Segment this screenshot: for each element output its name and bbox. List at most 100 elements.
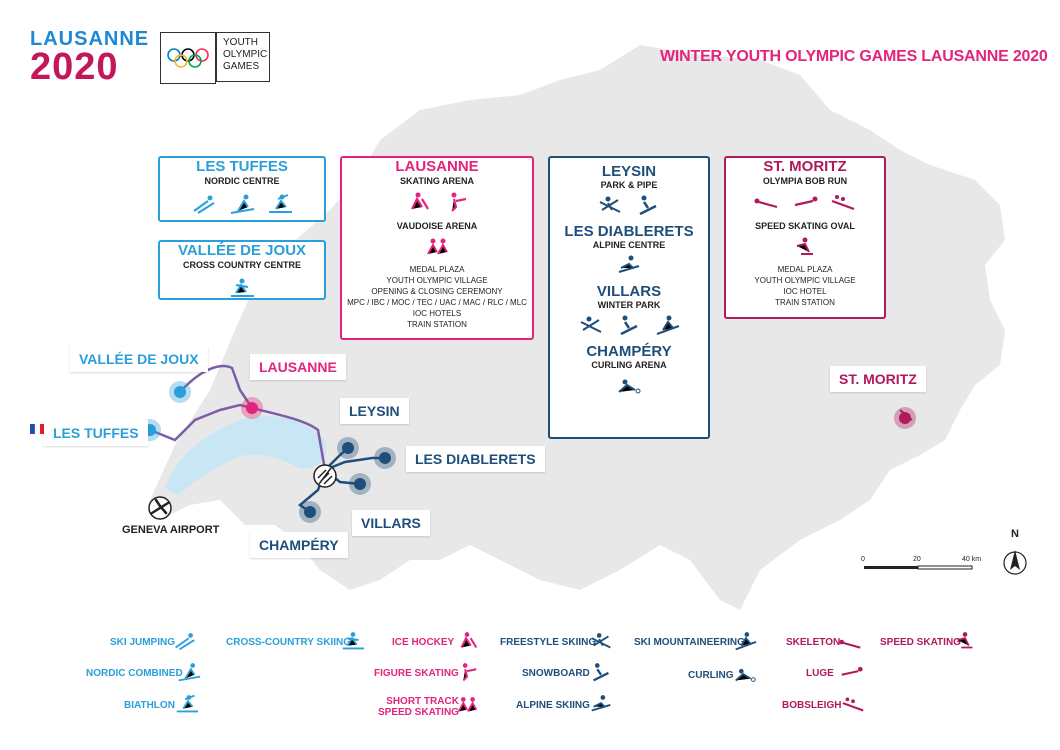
card-villars-title: VILLARS (596, 283, 662, 300)
dot-lausanne[interactable] (241, 397, 263, 419)
legend-luge: LUGE (806, 668, 834, 679)
legend-ski-mountaineering: SKI MOUNTAINEERING (634, 637, 745, 648)
yog-label: YOUTH OLYMPIC GAMES (216, 32, 270, 82)
logo-year: 2020 (30, 46, 119, 88)
yog-line-3: GAMES (223, 61, 260, 72)
france-flag-icon (30, 423, 45, 435)
dot-champery[interactable] (299, 501, 321, 523)
olympic-rings-logo (160, 32, 216, 84)
legend-nordic-combined: NORDIC COMBINED (86, 668, 183, 679)
skeleton-icon (754, 198, 778, 209)
dot-leysin[interactable] (337, 437, 359, 459)
logo-city: LAUSANNE (30, 28, 150, 50)
card-lausanne-line-5: IOC HOTELS (412, 309, 462, 318)
card-vallee-title: VALLÉE DE JOUX (173, 243, 311, 259)
short-track-icon (427, 238, 448, 255)
snowboard-icon (593, 663, 609, 682)
figure-skating-icon (451, 192, 467, 212)
map-label-st-moritz[interactable]: ST. MORITZ (830, 366, 926, 392)
dot-les-diablerets[interactable] (374, 447, 396, 469)
map-label-lausanne[interactable]: LAUSANNE (250, 354, 346, 380)
route-lausanne-leysin (251, 406, 327, 471)
legend-cross-country-skiing: CROSS-COUNTRY SKIING (226, 637, 352, 648)
legend-short-track-line1: SHORT TRACK (386, 696, 459, 707)
map-label-les-diablerets[interactable]: LES DIABLERETS (406, 446, 545, 472)
card-stmoritz-sub1: OLYMPIA BOB RUN (762, 176, 848, 186)
alpine-skiing-icon (618, 255, 640, 273)
freestyle-skiing-icon (591, 633, 611, 649)
scale-bar (864, 565, 973, 570)
card-stmoritz-line-2: YOUTH OLYMPIC VILLAGE (754, 276, 856, 285)
cross-country-skiing-icon (342, 632, 365, 650)
map-label-vallee-de-joux[interactable]: VALLÉE DE JOUX (70, 346, 208, 372)
map-label-leysin[interactable]: LEYSIN (340, 398, 409, 424)
card-champery-sub: CURLING ARENA (591, 360, 667, 370)
card-valley-venues[interactable]: LEYSIN PARK & PIPE LES DIABLERETS ALPINE… (548, 156, 710, 439)
snowboard-icon (620, 315, 638, 336)
bobsleigh-icon (842, 697, 864, 712)
route-valley (297, 447, 385, 514)
card-stmoritz-line-3: IOC HOTEL (783, 287, 827, 296)
figure-skating-icon (462, 663, 477, 682)
ski-mountaineering-icon (735, 632, 757, 651)
legend-ski-jumping: SKI JUMPING (110, 637, 176, 648)
bobsleigh-icon (831, 195, 855, 211)
train-station-icon (313, 464, 337, 488)
freestyle-skiing-icon (580, 316, 602, 333)
skeleton-icon (839, 639, 861, 649)
card-lausanne-line-1: MEDAL PLAZA (409, 265, 465, 274)
legend-skeleton: SKELETON (786, 637, 841, 648)
card-stmoritz-sub2: SPEED SKATING OVAL (755, 221, 855, 231)
biathlon-icon (269, 194, 292, 213)
card-les-tuffes[interactable]: LES TUFFES NORDIC CENTRE (158, 156, 326, 222)
legend-ice-hockey: ICE HOCKEY (392, 637, 455, 648)
card-villars-sub: WINTER PARK (597, 300, 661, 310)
card-st-moritz[interactable]: ST. MORITZ OLYMPIA BOB RUN SPEED SKATING… (724, 156, 886, 319)
curling-icon (735, 668, 756, 682)
dot-vallee-de-joux[interactable] (169, 381, 191, 403)
card-leysin-sub: PARK & PIPE (600, 180, 658, 190)
card-stmoritz-line-4: TRAIN STATION (775, 298, 835, 307)
map-label-geneva-airport[interactable]: GENEVA AIRPORT (122, 524, 220, 536)
compass-label: N (1011, 528, 1019, 540)
card-lausanne-title: LAUSANNE (391, 159, 483, 175)
legend-alpine-skiing: ALPINE SKIING (516, 700, 590, 711)
yog-line-2: OLYMPIC (223, 49, 268, 60)
legend-bobsleigh: BOBSLEIGH (782, 700, 842, 711)
card-lausanne-line-6: TRAIN STATION (407, 320, 467, 329)
route-vallee-lausanne (179, 364, 254, 409)
card-vallee-de-joux[interactable]: VALLÉE DE JOUX CROSS COUNTRY CENTRE (158, 240, 326, 300)
airport-icon (148, 496, 172, 520)
card-lausanne-line-2: YOUTH OLYMPIC VILLAGE (386, 276, 488, 285)
speed-skating-icon (957, 632, 973, 649)
card-stmoritz-title: ST. MORITZ (759, 159, 851, 175)
card-lausanne-line-4: MPC / IBC / MOC / TEC / UAC / MAC / RLC … (347, 298, 527, 307)
compass-icon (1003, 550, 1027, 575)
dot-st-moritz[interactable] (894, 407, 916, 429)
card-leysin-title: LEYSIN (601, 163, 657, 180)
card-lausanne-sub1: SKATING ARENA (400, 176, 474, 186)
card-vallee-sub: CROSS COUNTRY CENTRE (182, 260, 301, 270)
lake-geneva (165, 416, 327, 495)
card-diablerets-title: LES DIABLERETS (564, 223, 694, 240)
nordic-combined-icon (178, 663, 201, 682)
legend-freestyle-skiing: FREESTYLE SKIING (500, 637, 597, 648)
scale-tick-20: 20 (913, 556, 921, 563)
card-lausanne-line-3: OPENING & CLOSING CEREMONY (371, 287, 503, 296)
card-lausanne-sub2: VAUDOISE ARENA (396, 221, 478, 231)
yog-line-1: YOUTH (223, 37, 258, 48)
legend-snowboard: SNOWBOARD (522, 668, 590, 679)
ice-hockey-icon (460, 632, 478, 649)
map-label-villars[interactable]: VILLARS (352, 510, 430, 536)
olympic-rings-icon (167, 48, 209, 68)
dot-villars[interactable] (349, 473, 371, 495)
snowboard-icon (639, 195, 657, 216)
route-tuffes-lausanne (149, 403, 253, 442)
card-les-tuffes-title: LES TUFFES (192, 159, 292, 175)
card-lausanne[interactable]: LAUSANNE SKATING ARENA VAUDOISE ARENA ME… (340, 156, 534, 340)
biathlon-icon (176, 694, 199, 713)
map-label-champery[interactable]: CHAMPÉRY (250, 532, 348, 558)
card-champery-title: CHAMPÉRY (586, 343, 672, 360)
map-label-les-tuffes[interactable]: LES TUFFES (44, 420, 148, 446)
scale-tick-0: 0 (861, 556, 865, 563)
